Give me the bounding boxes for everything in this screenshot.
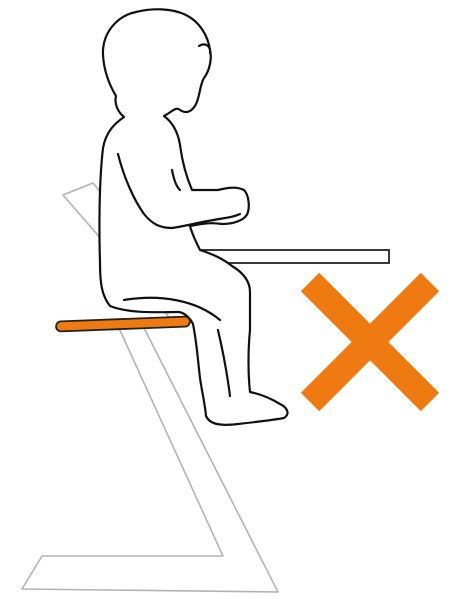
seated-child-icon — [99, 9, 287, 425]
table-icon — [201, 250, 389, 263]
child-body — [99, 9, 287, 425]
incorrect-cross-icon — [310, 282, 430, 402]
seat-plate — [56, 316, 190, 331]
